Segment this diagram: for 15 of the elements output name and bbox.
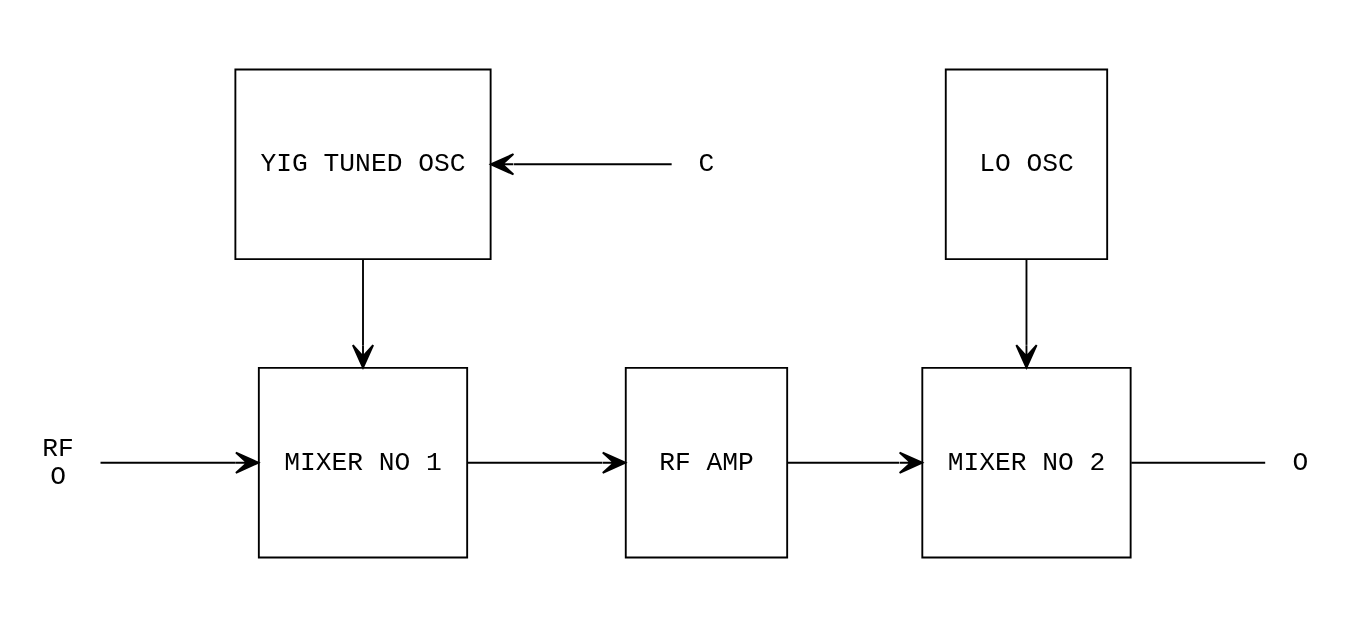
arrow: [786, 451, 924, 474]
arrow: [466, 451, 627, 474]
node-box: RF AMP: [624, 366, 789, 558]
node-text: C: [698, 148, 715, 179]
node-box: YIG TUNED OSC: [234, 68, 492, 260]
connector: [1130, 461, 1267, 464]
arrow: [351, 258, 375, 369]
node-box: MIXER NO 1: [257, 366, 469, 558]
node-text: O: [1292, 447, 1309, 478]
node-box: LO OSC: [944, 68, 1109, 260]
node-text: RF O: [42, 433, 74, 492]
node-box: MIXER NO 2: [921, 366, 1132, 558]
arrow: [489, 152, 673, 175]
arrow: [1015, 258, 1038, 369]
arrow: [99, 451, 260, 474]
